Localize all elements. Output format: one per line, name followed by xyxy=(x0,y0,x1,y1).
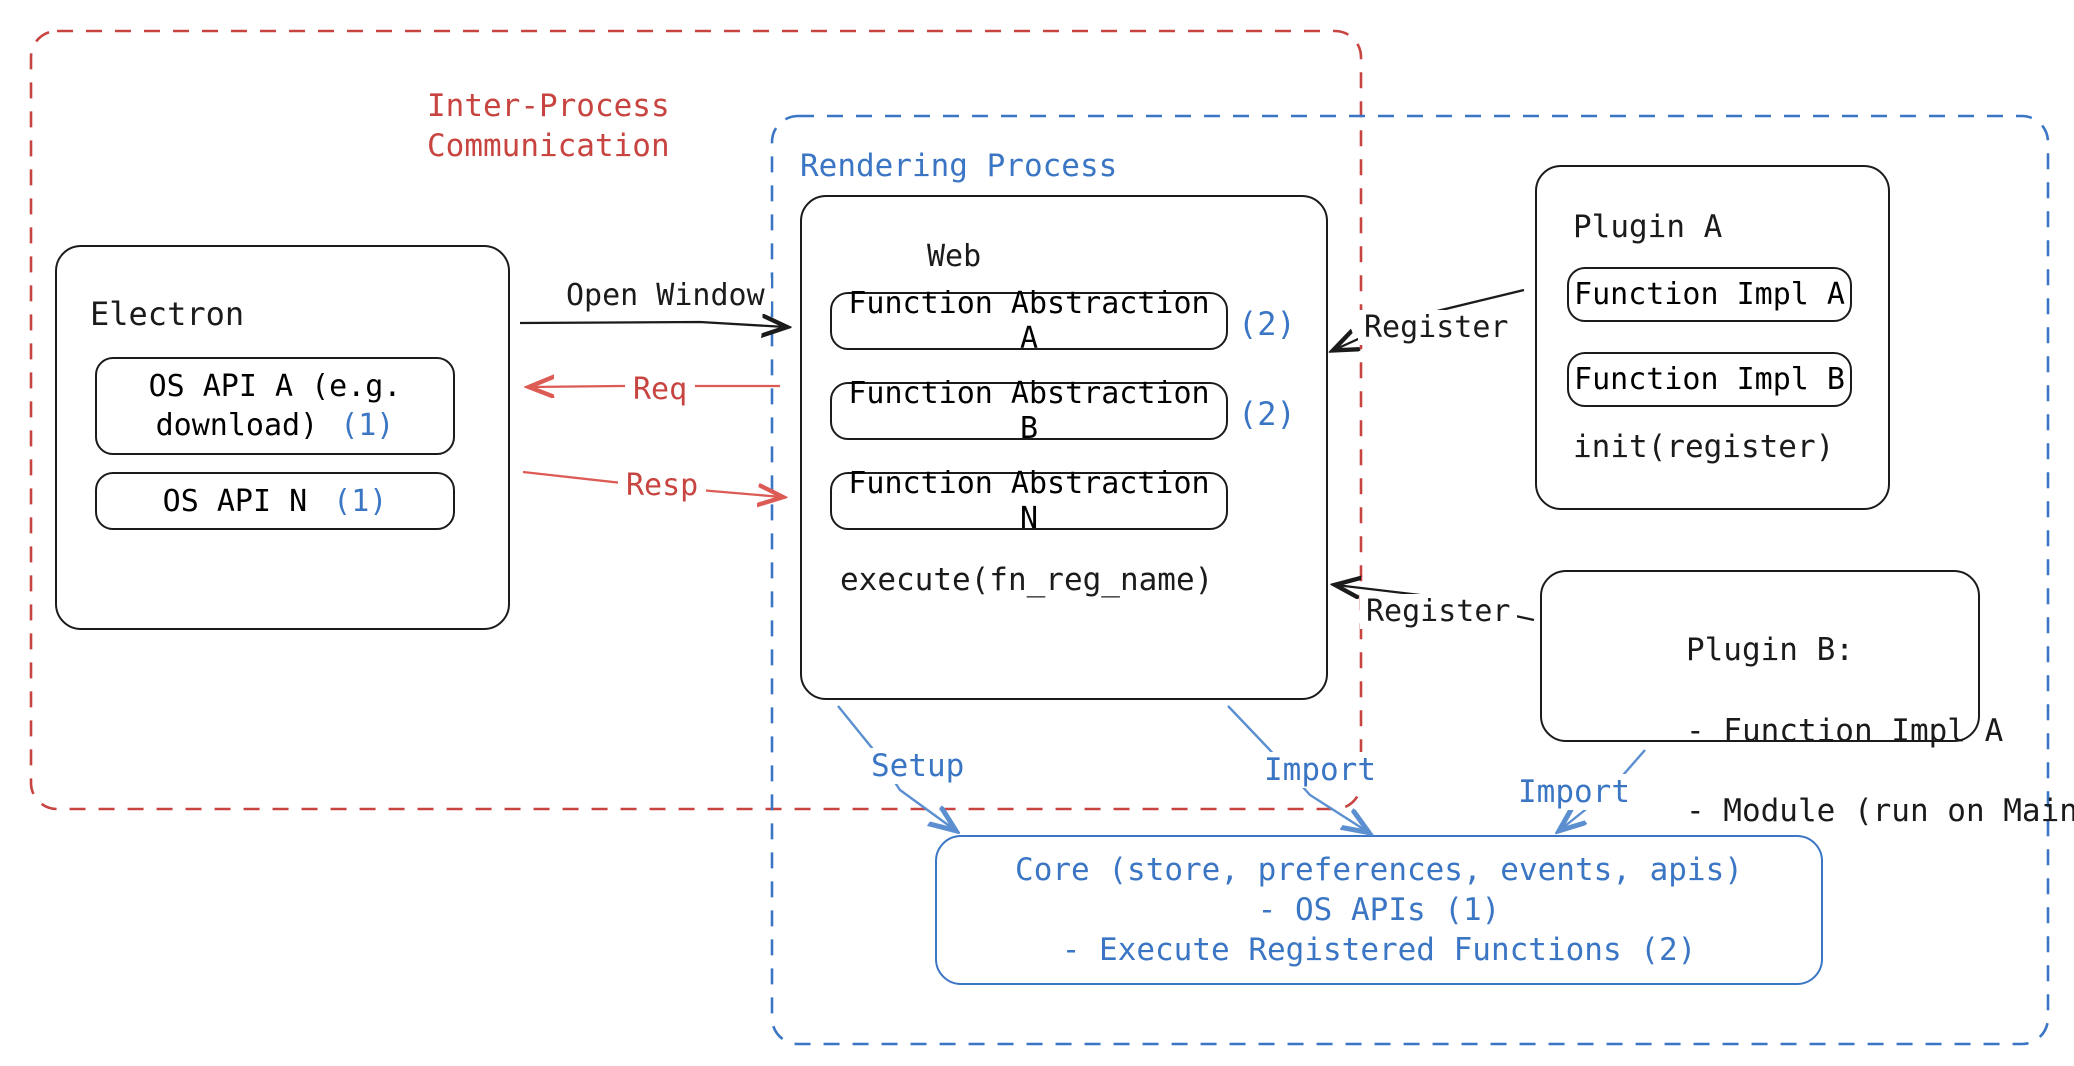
edge-open-window xyxy=(519,322,786,327)
plugin-b-box: Plugin B: - Function Impl A - Module (ru… xyxy=(1540,570,2074,829)
electron-box: Electron OS API A (e.g. download) (1) OS … xyxy=(55,245,510,630)
plugin-b-content: Plugin B: - Function Impl A - Module (ru… xyxy=(1574,590,2074,872)
function-abstraction-a-marker: (2) xyxy=(1238,305,1296,343)
edge-resp-label: Resp xyxy=(618,468,707,503)
web-box: Web Function Abstraction A (2) Function … xyxy=(800,195,1328,700)
function-abstraction-b-box: Function Abstraction B xyxy=(830,376,1228,446)
web-execute-method: execute(fn_reg_name) xyxy=(840,562,1214,598)
plugin-b-title: Plugin B: xyxy=(1685,632,1854,669)
core-line-3: - Execute Registered Functions (2) xyxy=(1061,932,1697,969)
os-api-a-label-line1: OS API A (e.g. xyxy=(148,369,402,404)
core-line-1: Core (store, preferences, events, apis) xyxy=(1015,851,1743,888)
os-api-n-box: OS API N (1) xyxy=(95,472,455,530)
web-title: Web xyxy=(927,239,982,274)
plugin-b-item-1: - Module (run on Main) xyxy=(1685,793,2074,830)
plugin-a-function-impl-b-box: Function Impl B xyxy=(1567,352,1852,407)
rendering-process-group-label: Rendering Process xyxy=(800,148,1118,184)
function-abstraction-a-label: Function Abstraction A xyxy=(848,286,1210,356)
os-api-a-box: OS API A (e.g. download) (1) xyxy=(95,357,455,455)
edge-req-label: Req xyxy=(625,372,696,407)
edge-import-plugin-b-label: Import xyxy=(1512,774,1636,810)
plugin-a-function-impl-a-label: Function Impl A xyxy=(1574,277,1845,312)
plugin-a-function-impl-a-box: Function Impl A xyxy=(1567,267,1852,322)
ipc-group-label-line1: Inter-Process xyxy=(427,88,670,124)
os-api-n-label: OS API N xyxy=(162,483,308,519)
function-abstraction-b-marker: (2) xyxy=(1238,395,1296,433)
plugin-a-title: Plugin A xyxy=(1573,209,1723,245)
core-content: Core (store, preferences, events, apis) … xyxy=(1015,850,1743,971)
os-api-a-label-line2: download) xyxy=(155,408,319,443)
edge-setup-label: Setup xyxy=(865,748,971,784)
os-api-a-marker: (1) xyxy=(340,408,395,443)
core-line-2: - OS APIs (1) xyxy=(1257,891,1501,928)
edge-open-window-label: Open Window xyxy=(560,278,771,313)
os-api-n-marker: (1) xyxy=(333,483,388,519)
ipc-group-label-line2: Communication xyxy=(427,128,670,165)
plugin-a-init-label: init(register) xyxy=(1573,429,1835,465)
edge-import-web-label: Import xyxy=(1258,752,1382,788)
plugin-b-item-0: - Function Impl A xyxy=(1685,712,2004,749)
edge-register-a-label: Register xyxy=(1358,310,1515,345)
electron-title: Electron xyxy=(90,295,245,333)
core-box: Core (store, preferences, events, apis) … xyxy=(935,835,1823,985)
function-abstraction-n-label: Function Abstraction N xyxy=(848,466,1210,536)
plugin-a-function-impl-b-label: Function Impl B xyxy=(1574,362,1845,397)
function-abstraction-a-box: Function Abstraction A xyxy=(830,286,1228,356)
function-abstraction-b-label: Function Abstraction B xyxy=(848,376,1210,446)
edge-register-b-label: Register xyxy=(1360,594,1517,629)
plugin-a-box: Plugin A Function Impl A Function Impl B… xyxy=(1535,165,1890,510)
function-abstraction-n-box: Function Abstraction N xyxy=(830,466,1228,536)
